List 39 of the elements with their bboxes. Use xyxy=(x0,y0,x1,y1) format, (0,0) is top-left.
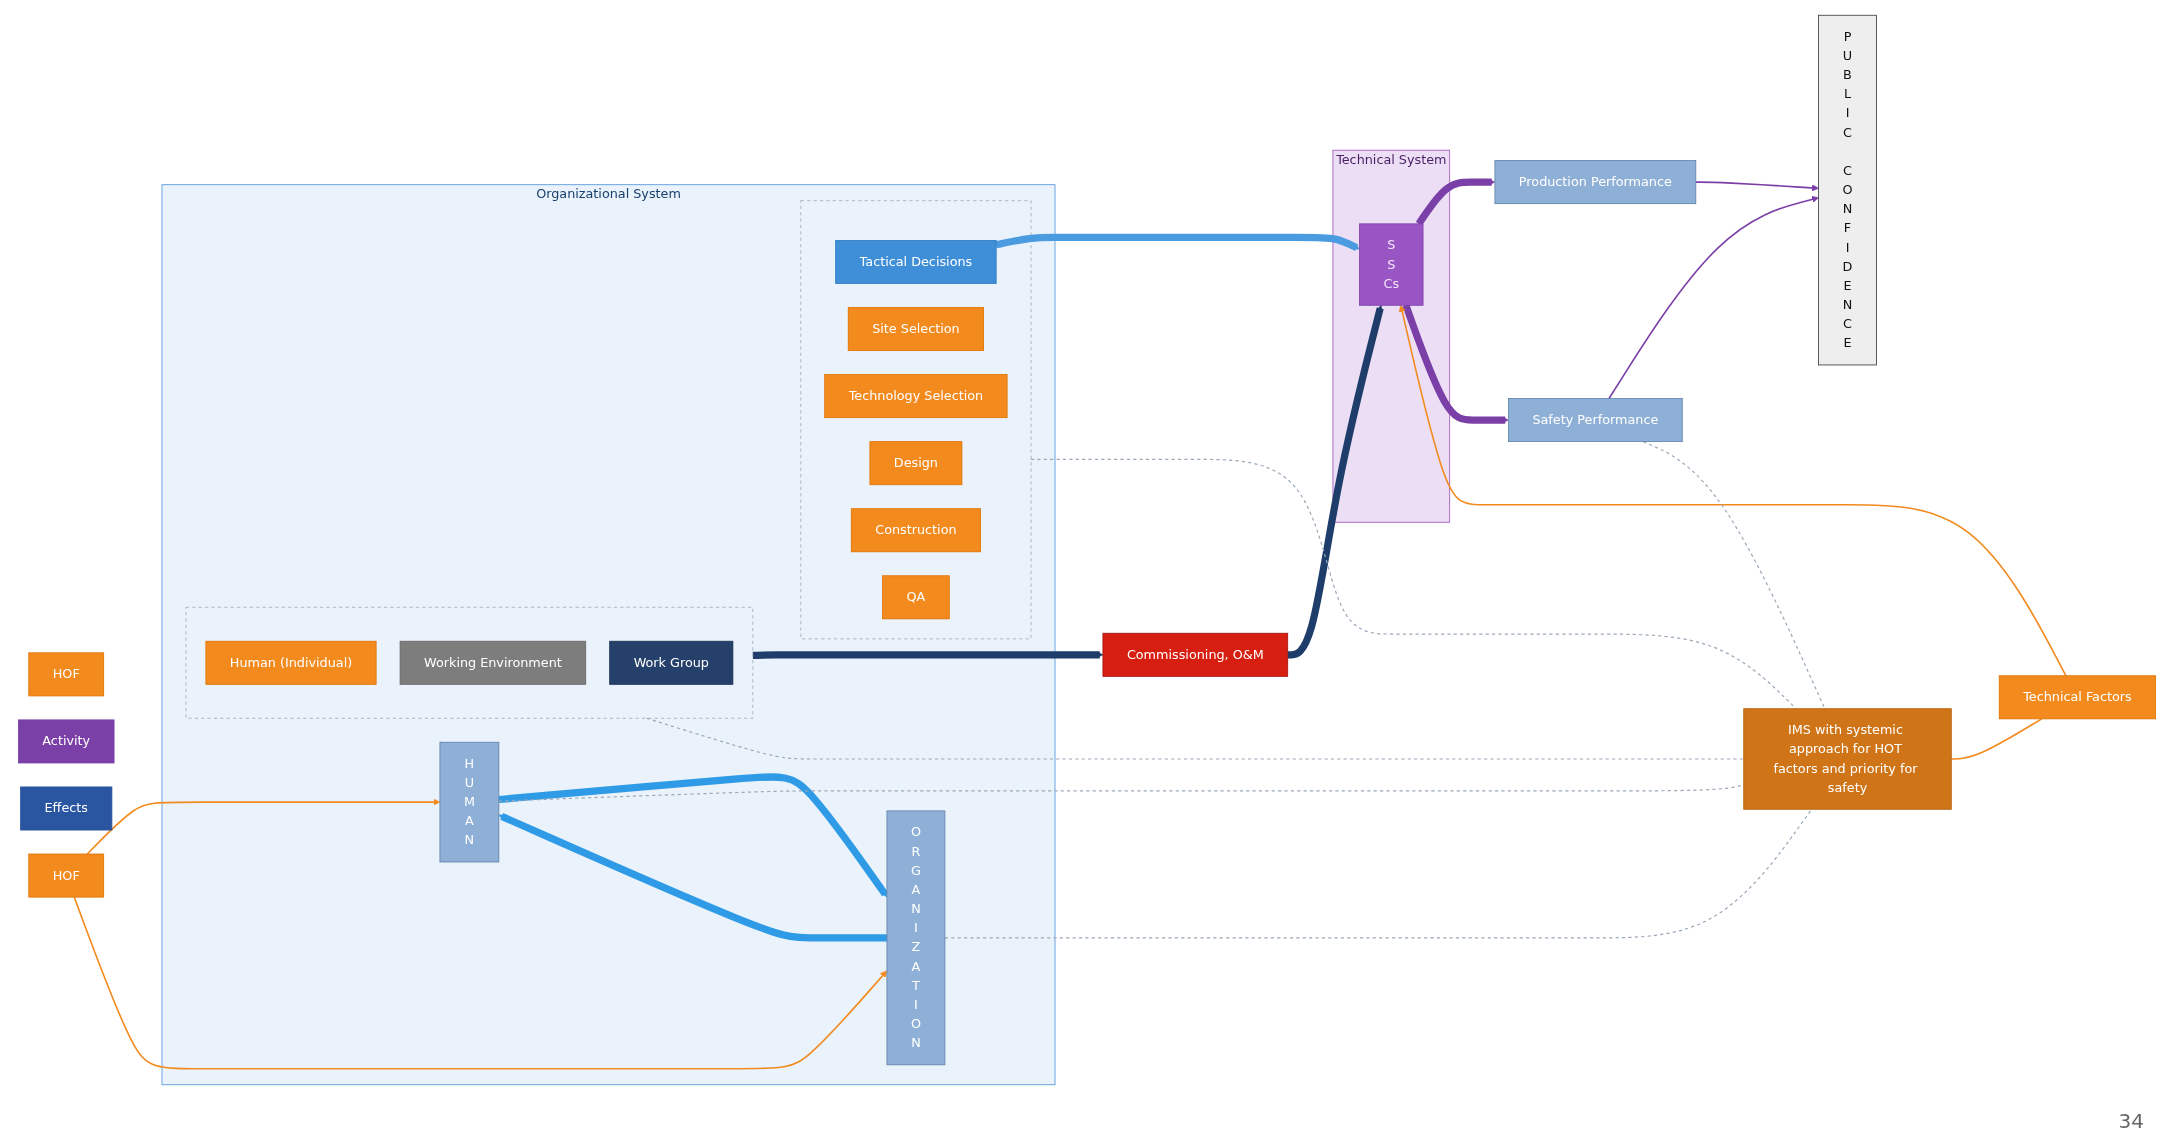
node-box: Safety Performance xyxy=(1508,398,1683,442)
arrow xyxy=(73,896,888,1070)
arrow xyxy=(1415,178,1496,226)
node-box: Production Performance xyxy=(1494,160,1697,205)
node-box: Site Selection xyxy=(847,307,984,351)
node-box: Effects xyxy=(20,786,113,831)
node-box: QA xyxy=(882,575,950,620)
node-box: Commissioning, O&M xyxy=(1102,632,1289,677)
arrow xyxy=(86,798,441,855)
node-box: Tactical Decisions xyxy=(835,240,997,284)
arrow xyxy=(1608,195,1819,400)
node-box: HOF xyxy=(28,652,105,697)
arrow xyxy=(498,813,887,942)
node-box: PUBLIC CONFIDENCE xyxy=(1818,14,1877,366)
connector xyxy=(1950,718,2043,760)
connector xyxy=(944,808,1813,939)
node-box: Activity xyxy=(18,719,115,764)
node-box: HUMAN xyxy=(439,741,500,863)
arrow xyxy=(995,233,1360,251)
node-box: Work Group xyxy=(609,640,734,685)
cluster xyxy=(800,200,1032,640)
page-number: 34 xyxy=(2118,1109,2144,1133)
cluster xyxy=(185,606,754,719)
arrow xyxy=(1287,304,1384,659)
node-box: Working Environment xyxy=(399,640,587,685)
node-box: Human (Individual) xyxy=(205,640,377,685)
node-box: HOF xyxy=(28,853,105,898)
arrow xyxy=(752,651,1104,659)
node-box: ORGANIZATION xyxy=(886,810,946,1066)
connector xyxy=(1642,441,1826,710)
node-box: Construction xyxy=(850,508,981,553)
arrow xyxy=(1695,181,1819,192)
node-box: S S Cs xyxy=(1359,223,1424,306)
node-box: Technology Selection xyxy=(824,374,1008,419)
node-box: Technical Factors xyxy=(1998,675,2156,720)
node-box: Design xyxy=(869,441,963,486)
arrow xyxy=(1398,304,2067,677)
arrow xyxy=(1402,304,1509,424)
node-box: IMS with systemic approach for HOT factors and priority for safety xyxy=(1743,708,1952,810)
